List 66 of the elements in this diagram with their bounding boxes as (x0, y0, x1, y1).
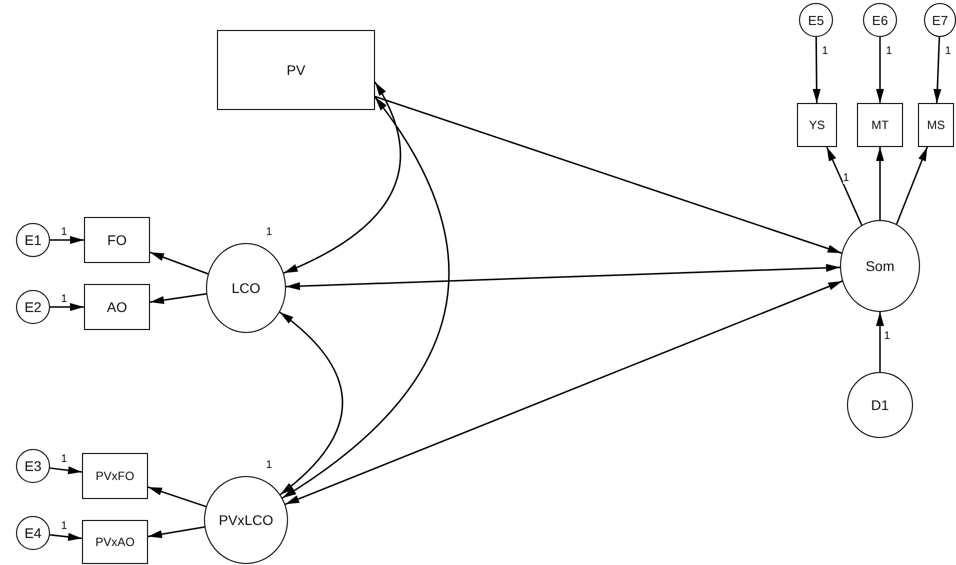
variable-circle (16, 449, 50, 483)
variable-name: MT (871, 118, 889, 132)
variable-circle (924, 3, 956, 37)
path-arrow (150, 252, 208, 275)
path-coefficient: 1 (61, 520, 68, 532)
variable-name: E7 (932, 12, 948, 28)
path-coefficient: 1 (61, 453, 68, 465)
variable-name: PVxAO (95, 535, 135, 549)
variable-name: E4 (24, 525, 42, 541)
variable-name: E3 (24, 458, 42, 474)
path-arrow (50, 532, 82, 541)
path-coefficient: 1 (945, 45, 952, 57)
variable-name: E6 (872, 12, 888, 28)
variable-name: E1 (24, 232, 42, 248)
variable-box (918, 103, 954, 147)
path-coefficient: 1 (61, 226, 68, 238)
variable-name: PV (286, 62, 306, 78)
path-arrow (876, 312, 884, 372)
variable-box (797, 103, 837, 147)
path-coefficient: 1 (886, 45, 892, 57)
variance-label: 1 (266, 226, 272, 238)
variable-box (84, 284, 150, 330)
variable-name: PVxFO (96, 469, 134, 483)
variable-circle (799, 3, 833, 37)
path-arrow (150, 293, 206, 304)
path-coefficient: 1 (843, 172, 850, 184)
variable-box (857, 103, 903, 147)
path-coefficient: 1 (61, 293, 68, 305)
variable-box (84, 217, 150, 263)
path-arrow (876, 37, 884, 103)
path-arrow (374, 96, 842, 254)
path-arrow (826, 146, 862, 226)
covariance-arrow (284, 280, 842, 505)
path-arrow (50, 303, 84, 311)
variable-name: Som (866, 258, 894, 274)
variable-name: YS (808, 118, 825, 132)
variable-name: PVxLCO (218, 512, 274, 528)
variable-name: E2 (24, 299, 42, 315)
path-arrow (50, 466, 82, 474)
variable-circle (16, 290, 50, 324)
variable-circle (16, 223, 50, 257)
covariance-arrow (283, 82, 402, 274)
variance-label: 1 (266, 459, 272, 471)
variable-box (217, 30, 375, 110)
covariance-arrow (279, 312, 344, 496)
variable-name: FO (107, 232, 127, 248)
path-arrow (933, 36, 942, 104)
path-arrow (812, 37, 821, 103)
variable-name: E5 (808, 12, 824, 28)
path-coefficient: 1 (822, 45, 828, 57)
variable-circle (16, 516, 50, 550)
path-coefficient: 1 (884, 330, 890, 342)
path-arrow (896, 146, 928, 224)
covariance-arrow (282, 96, 450, 499)
variable-name: D1 (871, 397, 889, 413)
variable-box (82, 453, 148, 499)
variable-name: MS (927, 118, 945, 132)
variable-name: LCO (232, 280, 260, 296)
covariance-arrow (286, 264, 840, 290)
path-arrow (148, 486, 206, 508)
variable-circle (863, 3, 897, 37)
variable-name: AO (106, 299, 128, 315)
path-arrow (876, 147, 884, 220)
variable-box (82, 520, 148, 564)
path-arrow (148, 526, 205, 538)
path-arrow (50, 236, 84, 244)
